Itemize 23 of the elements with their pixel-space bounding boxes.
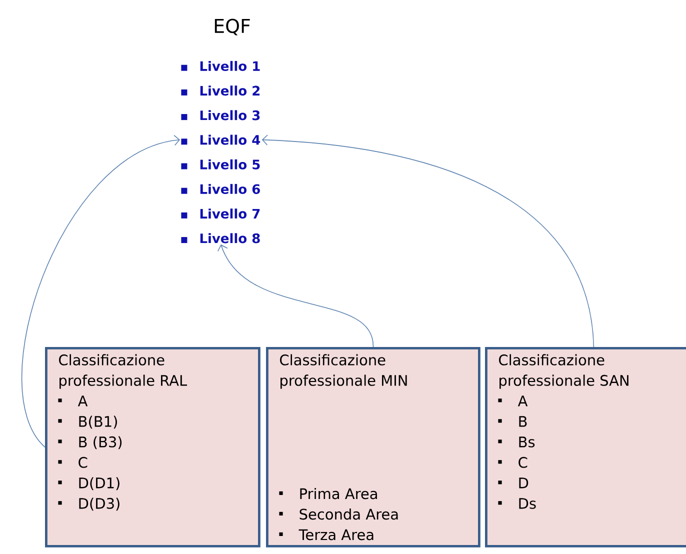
node-label: Livello 2 xyxy=(200,86,260,96)
node-label: Livello 4 xyxy=(200,134,260,145)
arrow xyxy=(21,134,180,448)
list-item: Livello 1 xyxy=(181,60,260,72)
node-label: Livello 5 xyxy=(200,159,260,170)
classification-box: Classificazione professionale MIN Prima Area Seconda Area Terza Area xyxy=(266,347,480,548)
arrow xyxy=(262,134,594,348)
classification-box: Classificazione professionale RAL A B(B1) B (B3) C D(D1) D(D3) xyxy=(45,347,260,548)
node-label: Livello 8 xyxy=(200,233,260,244)
node-label: Livello 6 xyxy=(200,184,260,194)
node-label: Livello 1 xyxy=(200,60,260,72)
list-item: Livello 5 xyxy=(181,159,260,170)
classification-box: Classificazione professionale SAN A B Bs C D Ds xyxy=(485,347,686,548)
list-item: Livello 4 xyxy=(181,134,260,145)
node-label: Livello 7 xyxy=(200,208,260,219)
list-item: Livello 7 xyxy=(181,208,260,219)
list-item: Livello 8 xyxy=(181,233,260,244)
list-item: Livello 2 xyxy=(181,86,260,96)
node-label: Livello 3 xyxy=(200,110,260,120)
list-item: Livello 3 xyxy=(181,110,260,120)
arrow xyxy=(217,244,374,348)
list-item: Livello 6 xyxy=(181,184,260,194)
title: EQF xyxy=(214,18,250,36)
